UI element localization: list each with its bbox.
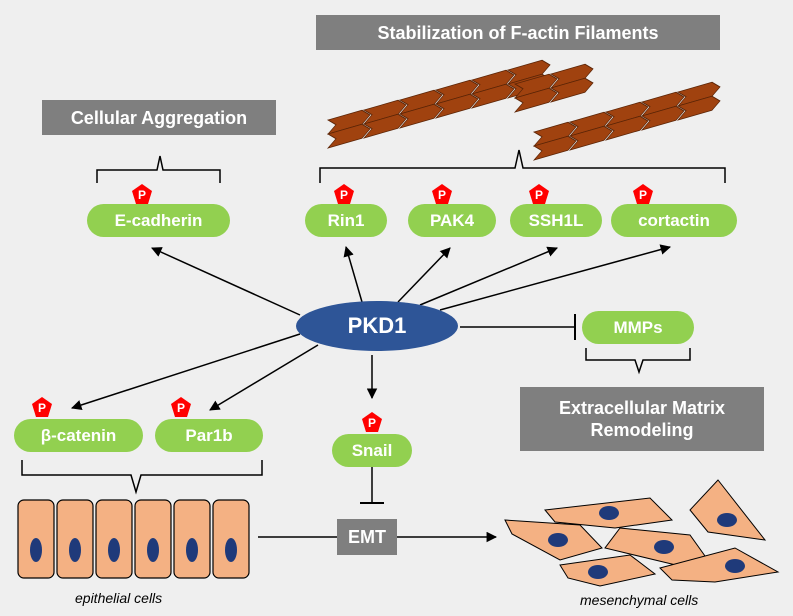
phosphate-pentagon-icon: P [528,183,550,205]
bracket-actin [319,149,726,183]
phosphate-pentagon-icon: P [333,183,355,205]
bracket-mmps [585,348,691,375]
snail-node: Snail [332,434,412,467]
cortactin-node: cortactin [611,204,737,237]
beta-catenin-node: β-catenin [14,419,143,452]
emt-node: EMT [337,519,397,555]
epithelial-cells-caption: epithelial cells [75,590,163,606]
mmps-node: MMPs [582,311,694,344]
bracket-aggregation [96,155,221,183]
mesenchymal-cell-icon [504,479,780,587]
arrow-to-rin1 [343,245,363,303]
arrow-to-beta-catenin [71,333,301,411]
pak4-node: PAK4 [408,204,496,237]
par1b-node: Par1b [155,419,263,452]
epithelial-cell-icon [17,499,250,579]
phosphate-pentagon-icon: P [361,411,383,433]
ecm-label-line2: Remodeling [590,420,694,440]
mesenchymal-cells-caption: mesenchymal cells [580,592,699,608]
aggregation-label: Cellular Aggregation [42,100,276,135]
bracket-epithelial [21,460,263,495]
arrow-to-ssh1l [419,246,558,306]
arrow-to-e-cadherin [151,247,301,316]
ssh1l-node: SSH1L [510,204,602,237]
stabilization-label: Stabilization of F-actin Filaments [316,15,720,50]
ecm-label: Extracellular Matrix Remodeling [520,387,764,451]
e-cadherin-node: E-cadherin [87,204,230,237]
ecm-label-line1: Extracellular Matrix [558,398,726,418]
phosphate-pentagon-icon: P [131,183,153,205]
pkd1-node: PKD1 [296,301,458,351]
phosphate-pentagon-icon: P [31,396,53,418]
phosphate-pentagon-icon: P [431,183,453,205]
phosphate-pentagon-icon: P [632,183,654,205]
phosphate-pentagon-icon: P [170,396,192,418]
actin-filament-icon [326,59,721,161]
rin1-node: Rin1 [305,204,387,237]
arrow-to-pak4 [397,247,451,303]
arrow-to-cortactin [439,244,672,311]
arrow-to-par1b [209,344,319,411]
